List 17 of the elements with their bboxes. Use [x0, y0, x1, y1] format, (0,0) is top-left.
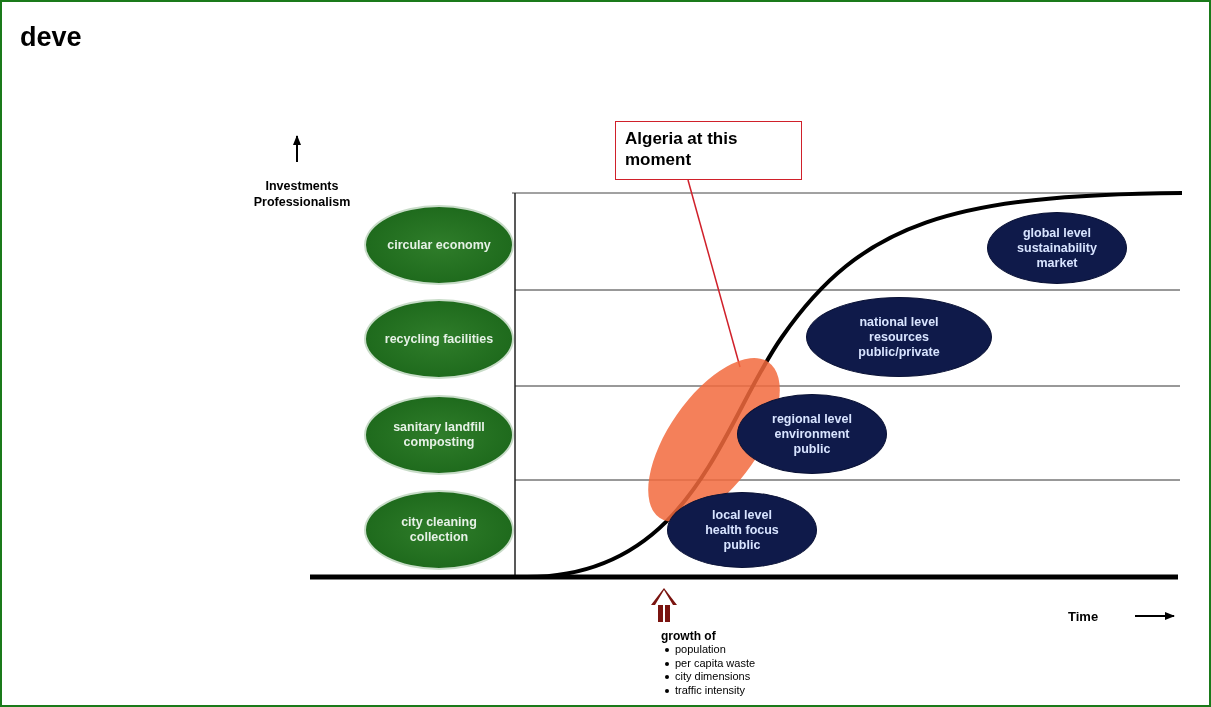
callout-box: Algeria at this moment: [615, 121, 802, 180]
axis-label: Time: [1068, 609, 1099, 624]
stage-ellipse: circular economy: [364, 205, 514, 285]
stage-ellipse: recycling facilities: [364, 299, 514, 379]
bullet-item: per capita waste: [663, 656, 756, 670]
level-ellipse: regional level environment public: [737, 394, 887, 474]
bullet-item: population: [663, 643, 726, 656]
axis-label: Investments Professionalism: [252, 178, 352, 210]
stage-ellipse: city cleaning collection: [364, 490, 514, 570]
level-ellipse: global level sustainability market: [987, 212, 1127, 284]
note-heading: growth of: [661, 629, 716, 643]
bullet-item: traffic intensity: [663, 683, 746, 697]
level-ellipse: national level resources public/private: [806, 297, 992, 377]
bullet-item: city dimensions: [663, 670, 751, 683]
level-ellipse: local level health focus public: [667, 492, 817, 568]
title: deve: [20, 22, 82, 53]
stage-ellipse: sanitary landfill composting: [364, 395, 514, 475]
